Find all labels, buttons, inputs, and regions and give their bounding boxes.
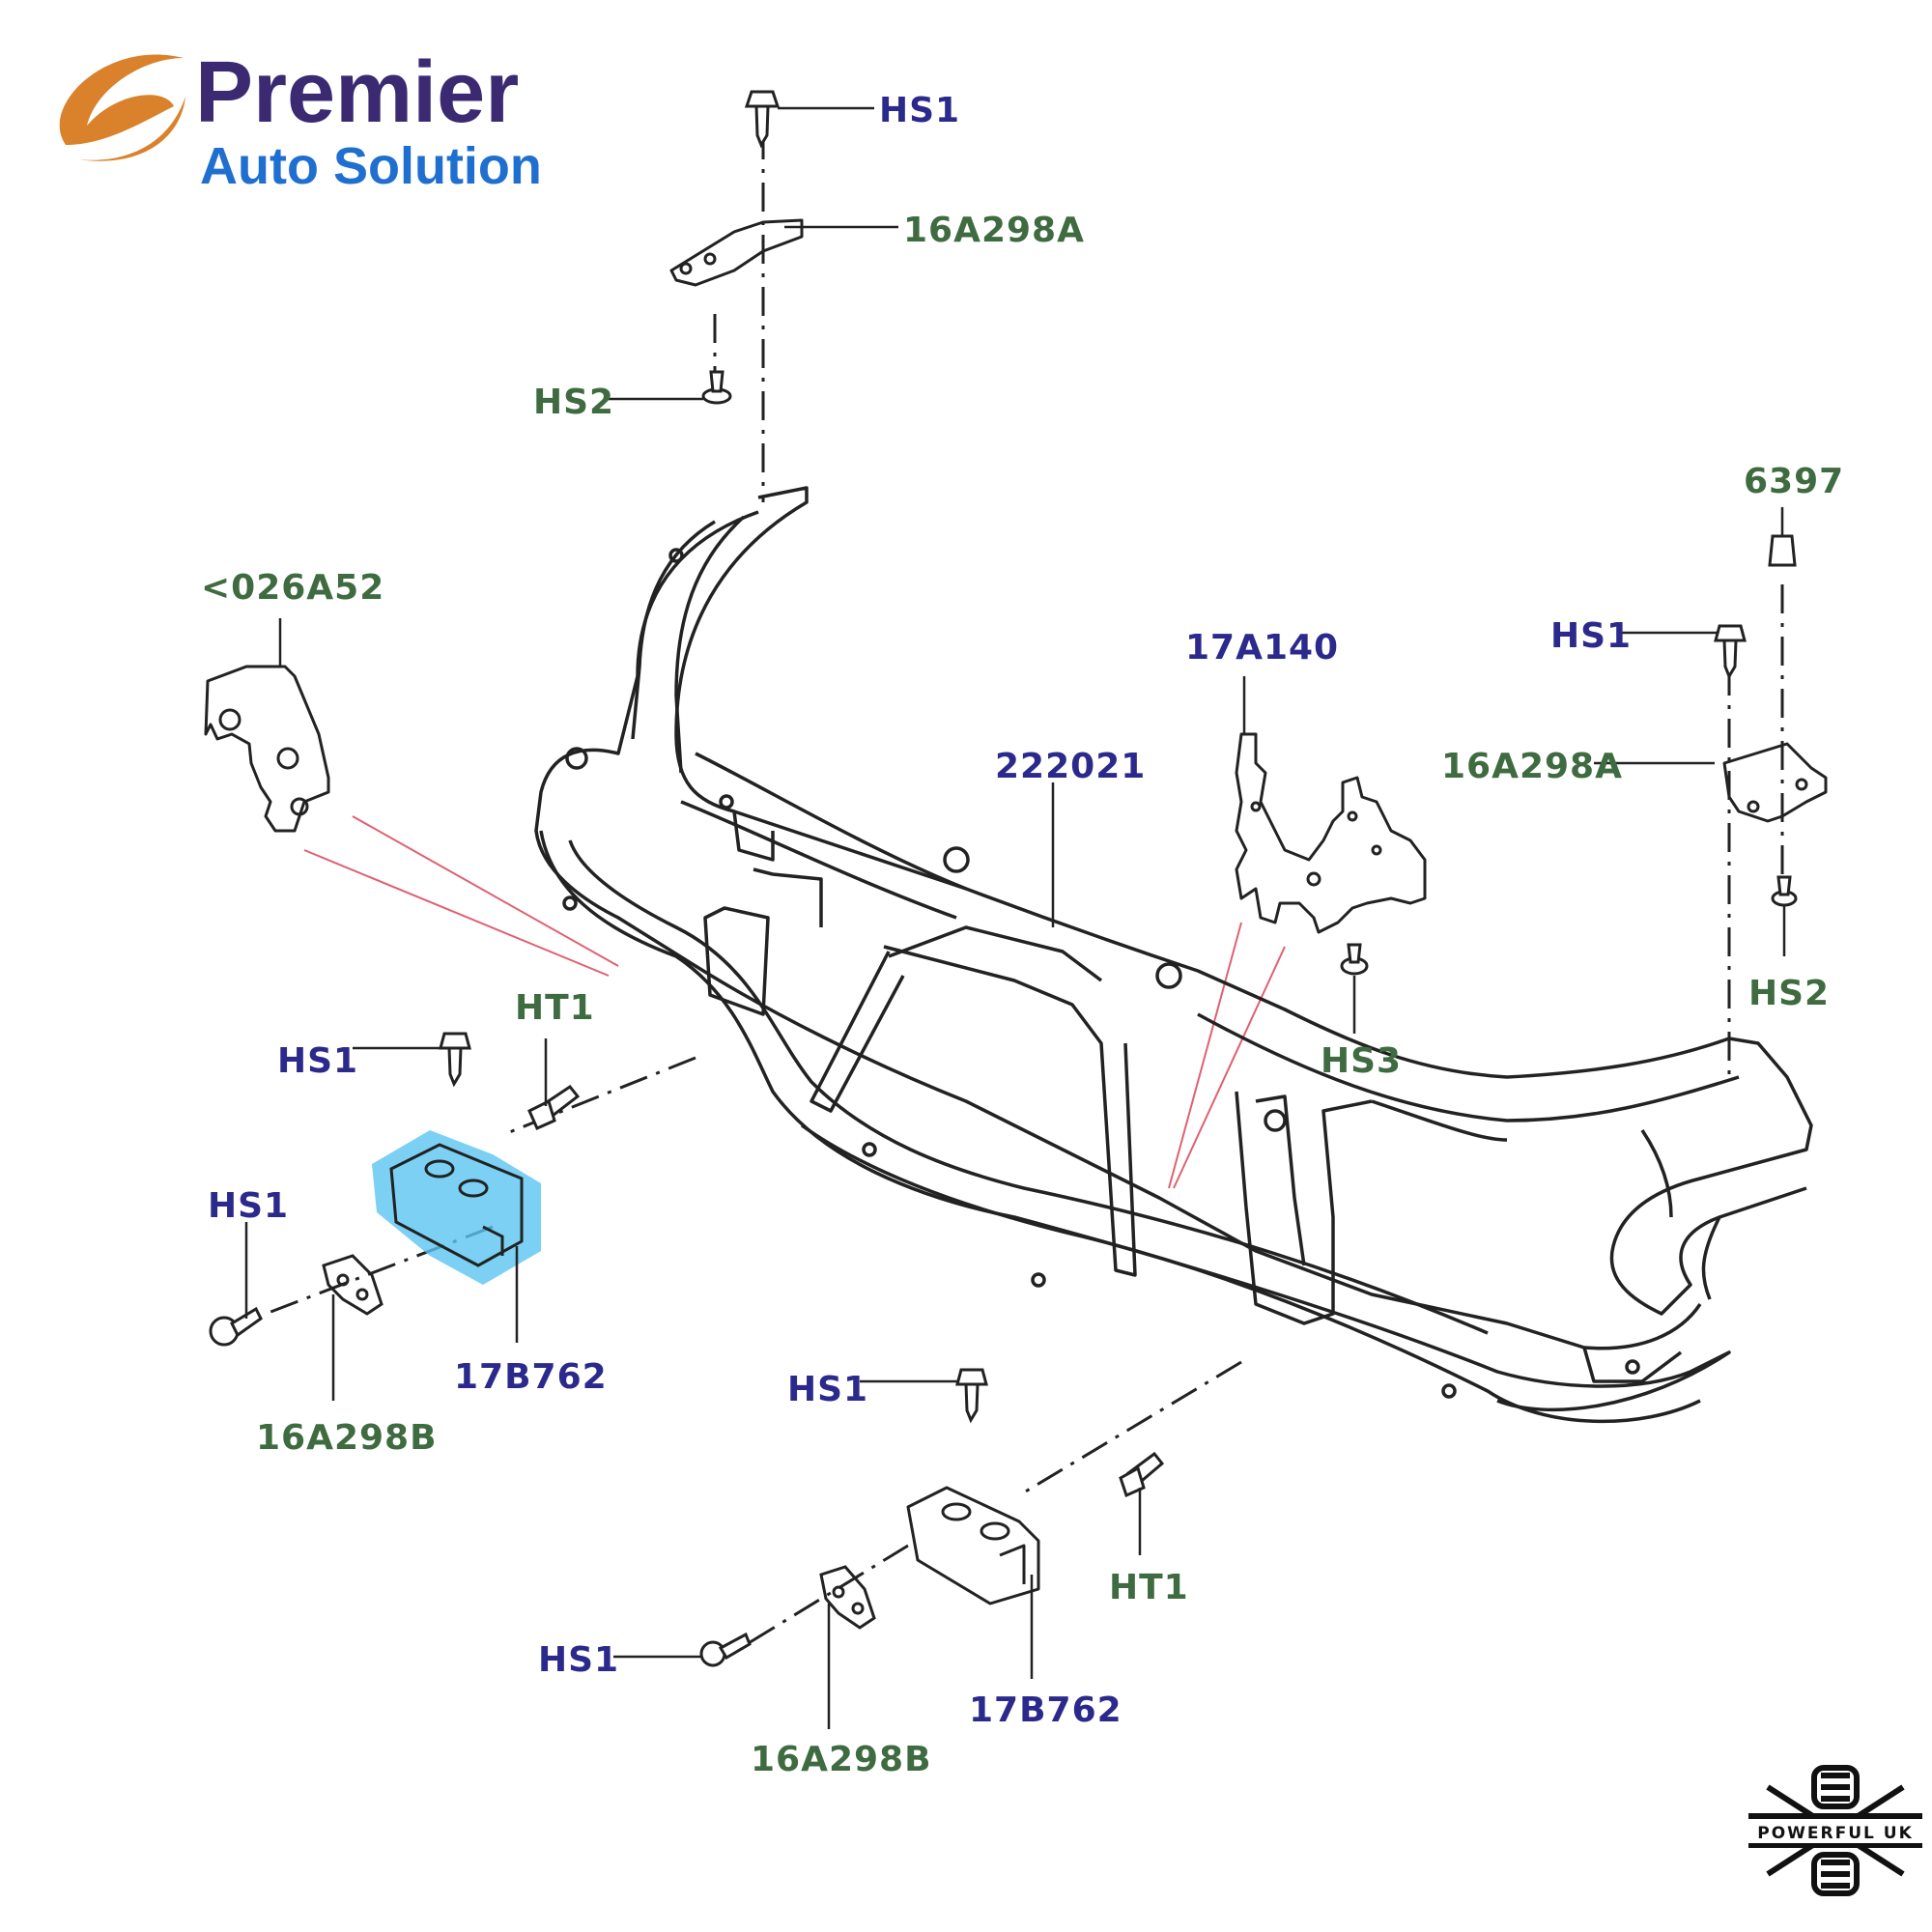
label-hs2-right: HS2	[1748, 974, 1830, 1013]
label-hs2-top: HS2	[533, 383, 614, 422]
bolt-icon	[699, 1632, 752, 1667]
label-hs1-left-upper: HS1	[277, 1041, 358, 1081]
premier-logo: Premier Auto Solution	[59, 44, 542, 195]
union-flag-tyre-icon	[1748, 1765, 1922, 1896]
nut-icon	[1768, 534, 1797, 567]
label-hs1-bottom-lower: HS1	[538, 1640, 619, 1680]
bolt-icon	[744, 90, 781, 149]
brand-name: Premier	[195, 44, 519, 141]
front-end-carrier-222021	[534, 486, 1813, 1424]
label-16a298b-bottom: 16A298B	[751, 1740, 932, 1779]
powerful-uk-watermark: POWERFUL UK	[1744, 1765, 1927, 1896]
label-16a298a-right: 16A298A	[1441, 747, 1623, 786]
label-16a298b-left: 16A298B	[256, 1418, 438, 1458]
label-17b762-left: 17B762	[454, 1357, 608, 1397]
bracket-16A298B-left	[322, 1254, 384, 1316]
label-17b762-bottom: 17B762	[969, 1690, 1122, 1730]
bolt-icon	[439, 1032, 471, 1088]
label-hs1-bottom-upper: HS1	[787, 1370, 868, 1409]
bracket-16A298A-top	[669, 218, 804, 287]
mount-block-17B762-bottom	[906, 1486, 1040, 1605]
stud-icon	[1119, 1451, 1165, 1498]
bolt-icon	[1714, 624, 1747, 680]
bracket-17A140	[1235, 732, 1427, 934]
bolt-icon	[209, 1306, 263, 1347]
watermark-text: POWERFUL UK	[1757, 1824, 1914, 1843]
pointer-lines	[303, 815, 1286, 1189]
fasteners	[209, 90, 1798, 1667]
label-hs1-right: HS1	[1550, 616, 1632, 656]
swoosh-logo-icon	[59, 54, 185, 161]
label-6397: 6397	[1744, 462, 1844, 501]
label-16a298a-top: 16A298A	[903, 211, 1085, 250]
label-026a52: <026A52	[201, 568, 384, 608]
alignment-lines	[265, 130, 1784, 1654]
label-222021: 222021	[995, 747, 1146, 786]
bracket-16A298A-right	[1722, 742, 1828, 823]
brand-subtitle: Auto Solution	[200, 137, 542, 195]
label-ht1-left: HT1	[515, 988, 595, 1028]
label-17a140: 17A140	[1185, 628, 1339, 668]
bolt-icon	[955, 1368, 988, 1424]
label-ht1-bottom: HT1	[1109, 1568, 1189, 1607]
push-pin-icon	[1340, 943, 1369, 976]
bracket-026A52	[204, 665, 330, 833]
push-pin-icon	[1771, 875, 1798, 907]
leader-lines	[244, 106, 1786, 1729]
push-pin-icon	[701, 370, 732, 405]
bracket-16A298B-bottom	[819, 1565, 876, 1630]
callout-labels: HS1 16A298A HS2 6397 <026A52 17A140 HS1 …	[201, 91, 1844, 1779]
label-hs1-top: HS1	[879, 91, 960, 130]
stud-icon	[527, 1084, 581, 1130]
mount-block-17B762-left	[372, 1130, 541, 1285]
label-hs3: HS3	[1321, 1041, 1402, 1081]
label-hs1-left-lower: HS1	[208, 1186, 289, 1226]
